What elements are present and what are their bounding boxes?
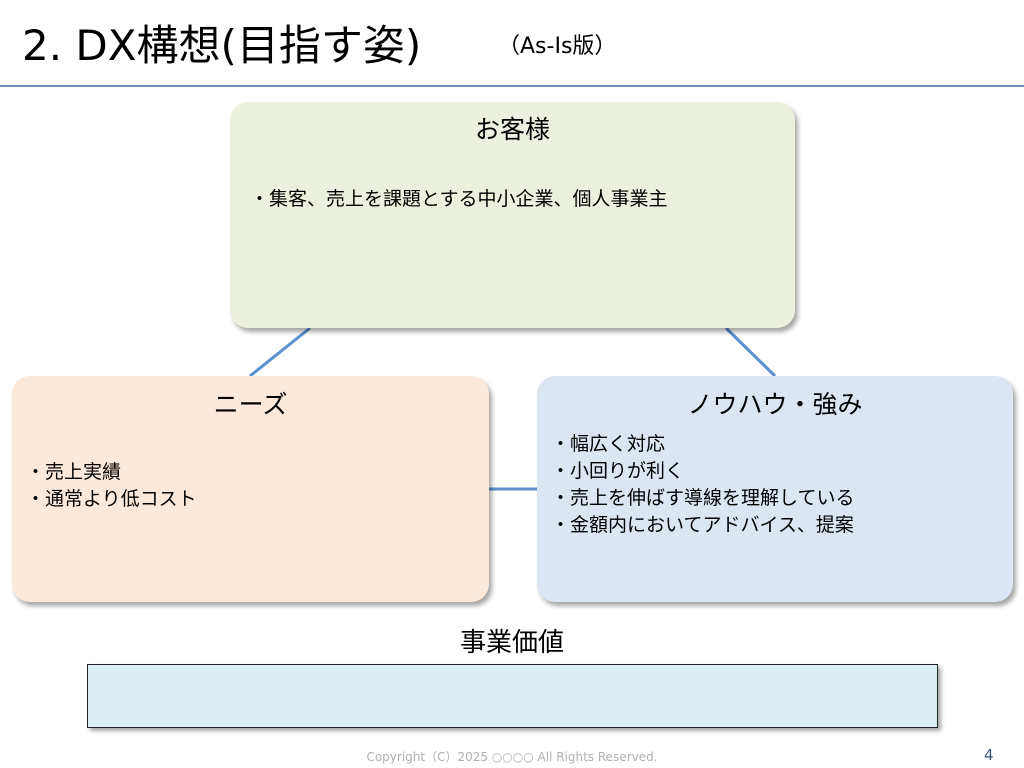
needs-box: ニーズ 売上実績 通常より低コスト xyxy=(12,376,489,602)
list-item: 売上を伸ばす導線を理解している xyxy=(551,485,854,512)
knowhow-box: ノウハウ・強み 幅広く対応 小回りが利く 売上を伸ばす導線を理解している 金額内… xyxy=(537,376,1013,602)
customer-title: お客様 xyxy=(474,115,550,144)
copyright: Copyright（C）2025 ○○○○ All Rights Reserve… xyxy=(366,750,658,764)
business-value-box xyxy=(87,664,938,728)
list-item: 通常より低コスト xyxy=(26,486,197,513)
connector-customer-knowhow xyxy=(724,326,777,378)
customer-box: お客様 集客、売上を課題とする中小企業、個人事業主 xyxy=(230,102,795,328)
list-item: 金額内においてアドバイス、提案 xyxy=(551,512,854,539)
list-item: 小回りが利く xyxy=(551,458,854,485)
slide-subtitle: （As-Is版） xyxy=(498,34,617,59)
needs-title: ニーズ xyxy=(213,390,288,419)
list-item: 売上実績 xyxy=(26,459,197,486)
business-value-label: 事業価値 xyxy=(459,628,564,658)
knowhow-list: 幅広く対応 小回りが利く 売上を伸ばす導線を理解している 金額内においてアドバイ… xyxy=(551,431,854,539)
connector-customer-needs xyxy=(249,326,311,378)
title-divider xyxy=(0,85,1024,87)
page-number: 4 xyxy=(984,746,994,764)
slide-title: 2. DX構想(目指す姿) xyxy=(22,21,422,70)
list-item: 集客、売上を課題とする中小企業、個人事業主 xyxy=(250,186,667,213)
knowhow-title: ノウハウ・強み xyxy=(687,390,863,419)
needs-list: 売上実績 通常より低コスト xyxy=(26,459,197,513)
customer-list: 集客、売上を課題とする中小企業、個人事業主 xyxy=(250,186,667,213)
list-item: 幅広く対応 xyxy=(551,431,854,458)
